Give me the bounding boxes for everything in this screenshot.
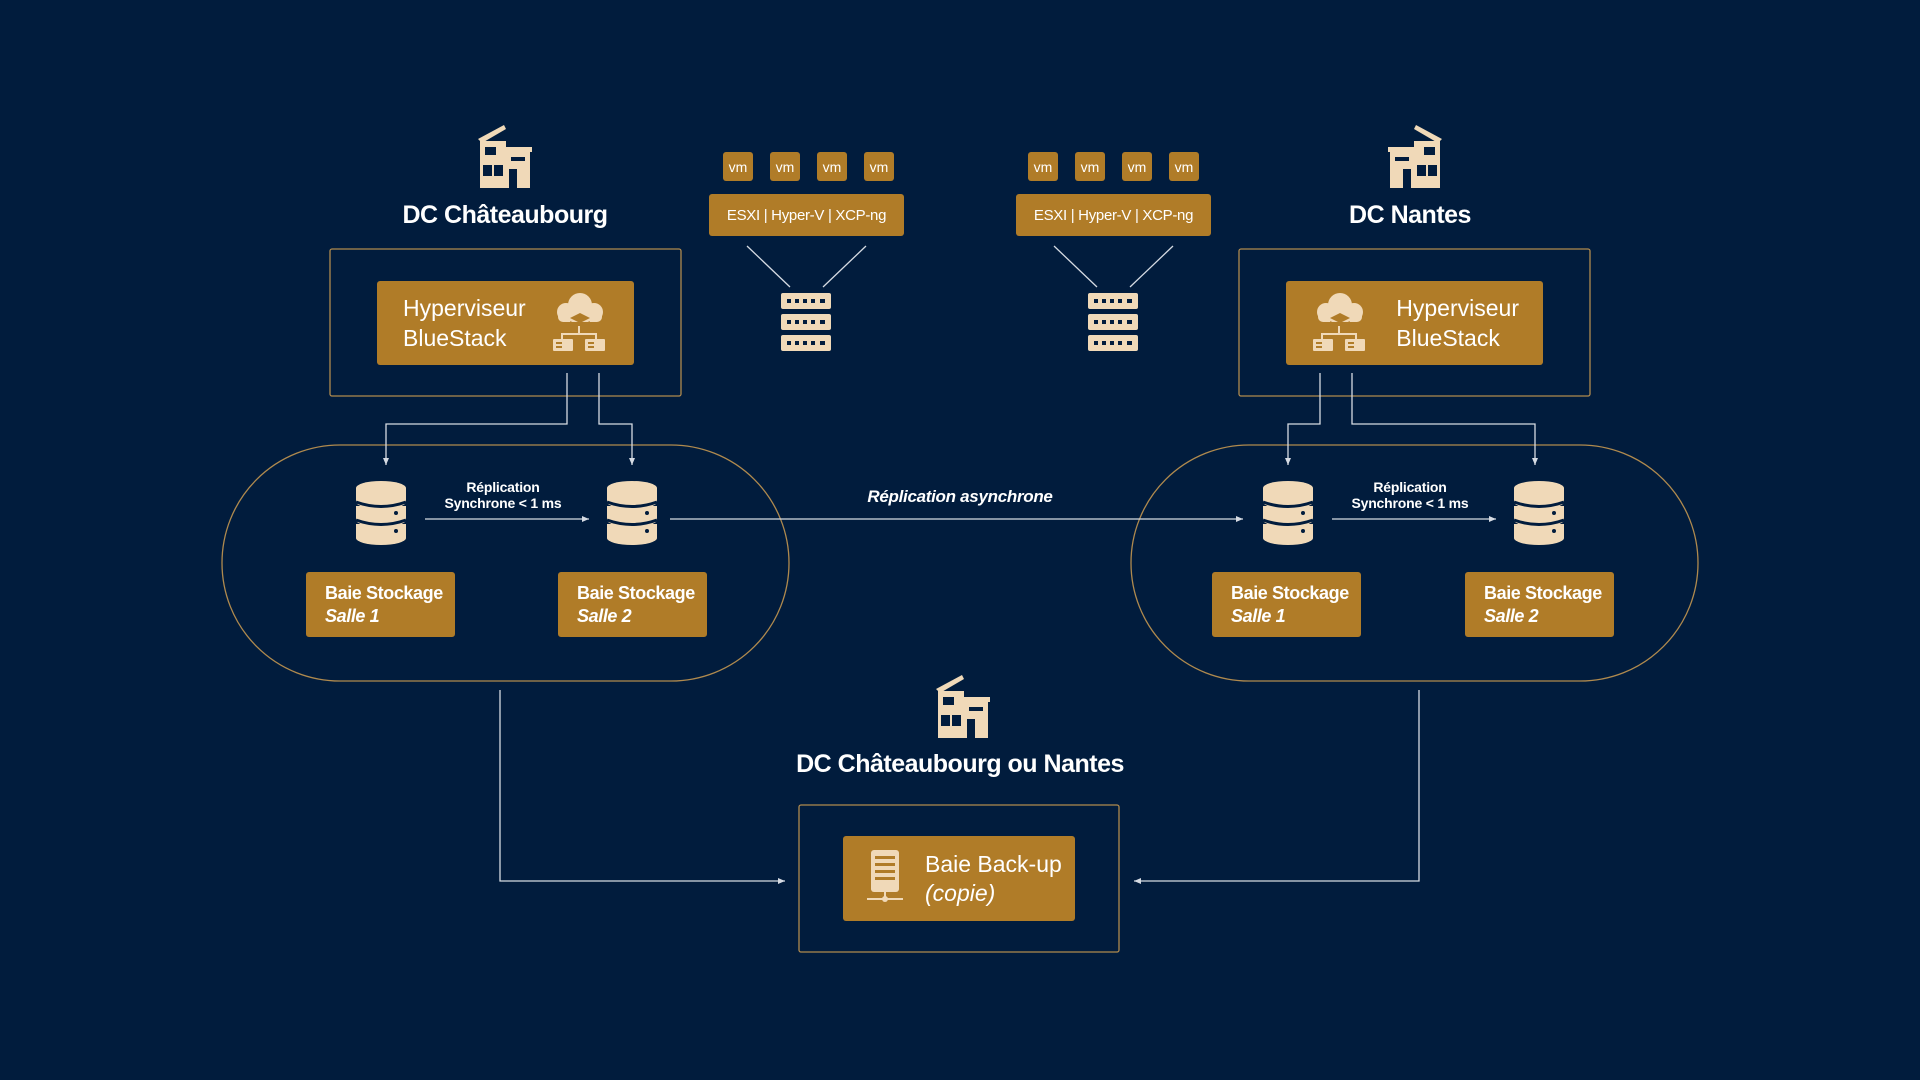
link-right-backup — [1134, 690, 1420, 884]
right-dc-frame — [1238, 248, 1591, 397]
hypervisor-name: BlueStack — [1396, 325, 1500, 351]
right-hypervisor-card[interactable]: Hyperviseur BlueStack — [1286, 281, 1543, 365]
vm-chip[interactable]: vm — [817, 152, 847, 181]
sync-replication-label: Réplication Synchrone < 1 ms — [1351, 479, 1469, 511]
vm-chip[interactable]: vm — [1028, 152, 1058, 181]
link-left-backup — [499, 690, 785, 884]
storage-card-salle-2[interactable]: Baie Stockage Salle 2 — [558, 572, 707, 637]
storage-card-salle-2[interactable]: Baie Stockage Salle 2 — [1465, 572, 1614, 637]
hypervisor-label: Hyperviseur — [403, 295, 526, 321]
server-rack-icon — [780, 293, 832, 358]
server-rack-icon — [1087, 293, 1139, 358]
cloud-network-icon — [1308, 290, 1370, 357]
storage-card-salle-1[interactable]: Baie Stockage Salle 1 — [1212, 572, 1361, 637]
link-right-hyp-storage1 — [1285, 373, 1321, 465]
building-icon — [1380, 123, 1450, 189]
hypervisor-name: BlueStack — [403, 325, 507, 351]
backup-dc-frame — [798, 804, 1120, 953]
vm-chip[interactable]: vm — [1122, 152, 1152, 181]
database-icon — [355, 480, 407, 551]
backup-server-icon — [865, 848, 905, 909]
hypervisor-stack-label[interactable]: ESXI | Hyper-V | XCP-ng — [1016, 194, 1211, 236]
vm-group-left: vm vm vm vm — [723, 152, 894, 181]
right-dc-title: DC Nantes — [1349, 201, 1471, 229]
link-left-hyp-storage2 — [598, 373, 635, 465]
vm-chip[interactable]: vm — [723, 152, 753, 181]
sync-replication-label: Réplication Synchrone < 1 ms — [444, 479, 562, 511]
building-icon — [470, 123, 540, 189]
right-storage-cluster — [1130, 444, 1699, 682]
storage-card-salle-1[interactable]: Baie Stockage Salle 1 — [306, 572, 455, 637]
vm-group-right: vm vm vm vm — [1028, 152, 1199, 181]
left-hypervisor-card[interactable]: Hyperviseur BlueStack — [377, 281, 634, 365]
async-replication-label: Réplication asynchrone — [867, 487, 1053, 506]
vm-chip[interactable]: vm — [1169, 152, 1199, 181]
vm-chip[interactable]: vm — [1075, 152, 1105, 181]
backup-card[interactable]: Baie Back-up (copie) — [843, 836, 1075, 921]
backup-title: Baie Back-up — [925, 850, 1062, 877]
database-icon — [1513, 480, 1565, 551]
backup-subtitle: (copie) — [925, 879, 996, 906]
left-dc-frame — [329, 248, 682, 397]
left-dc-title: DC Châteaubourg — [402, 201, 609, 229]
vm-chip[interactable]: vm — [864, 152, 894, 181]
hypervisor-stack-label[interactable]: ESXI | Hyper-V | XCP-ng — [709, 194, 904, 236]
vm-chip[interactable]: vm — [770, 152, 800, 181]
link-left-hyp-storage1 — [383, 373, 568, 465]
database-icon — [1262, 480, 1314, 551]
hypervisor-label: Hyperviseur — [1396, 295, 1519, 321]
link-right-hyp-storage2 — [1351, 373, 1538, 465]
cloud-network-icon — [548, 290, 610, 357]
building-icon — [928, 673, 998, 739]
backup-dc-title: DC Châteaubourg ou Nantes — [796, 750, 1124, 778]
left-storage-cluster — [221, 444, 790, 682]
database-icon — [606, 480, 658, 551]
